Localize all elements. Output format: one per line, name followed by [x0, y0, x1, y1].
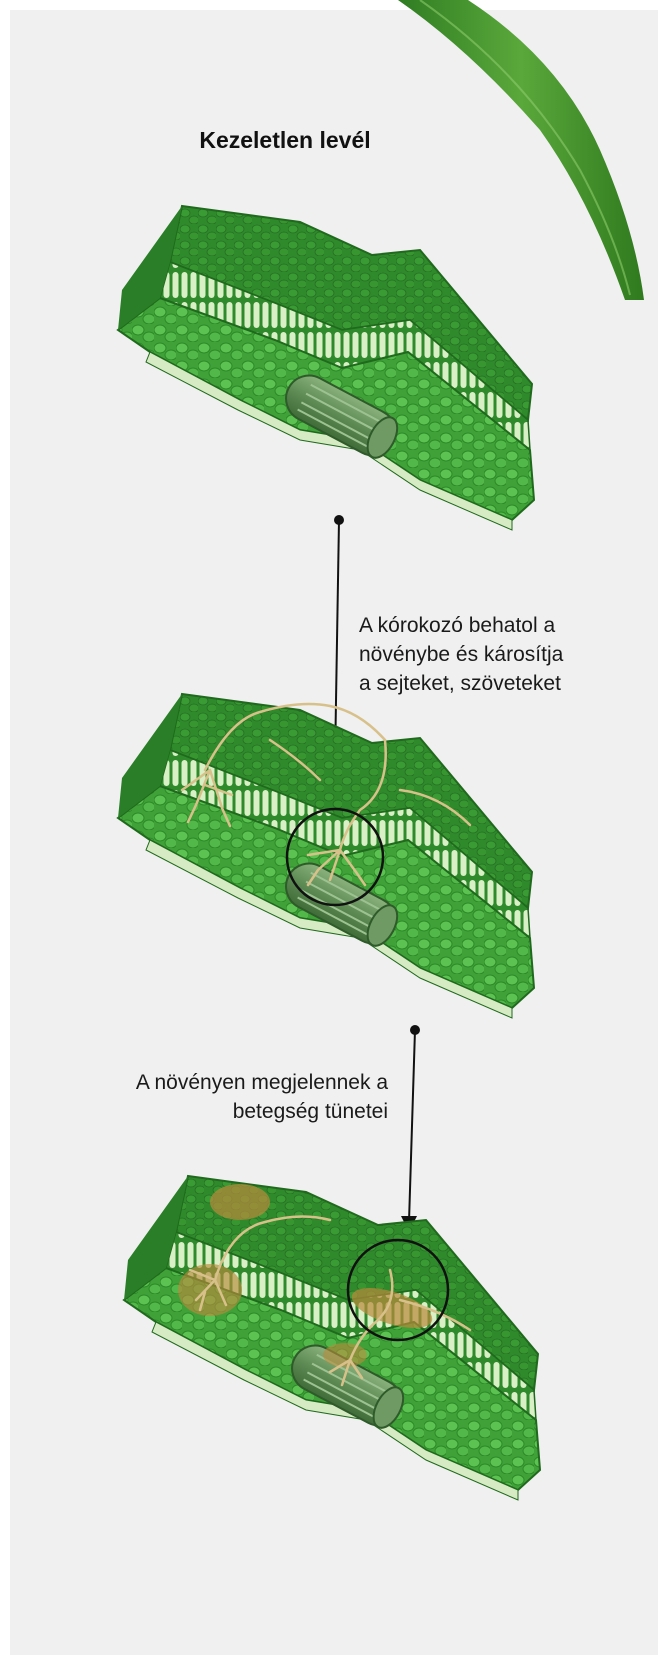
annotation-line: betegség tünetei [40, 1097, 388, 1126]
annotation-line: A növényen megjelennek a [40, 1068, 388, 1097]
annotation-line: növénybe és károsítja [359, 640, 659, 669]
step1-annotation: A kórokozó behatol a növénybe és károsít… [359, 611, 659, 698]
annotation-line: A kórokozó behatol a [359, 611, 659, 640]
step2-annotation: A növényen megjelennek a betegség tünete… [40, 1068, 388, 1126]
diagram-title: Kezeletlen levél [120, 126, 450, 155]
leaf-cross-section-diseased [124, 1176, 540, 1500]
annotation-line: a sejteket, szöveteket [359, 669, 659, 698]
arrow-down-icon [401, 1025, 420, 1232]
leaf-cross-section-healthy [118, 206, 534, 530]
leaf-cross-section-infected [118, 694, 534, 1018]
